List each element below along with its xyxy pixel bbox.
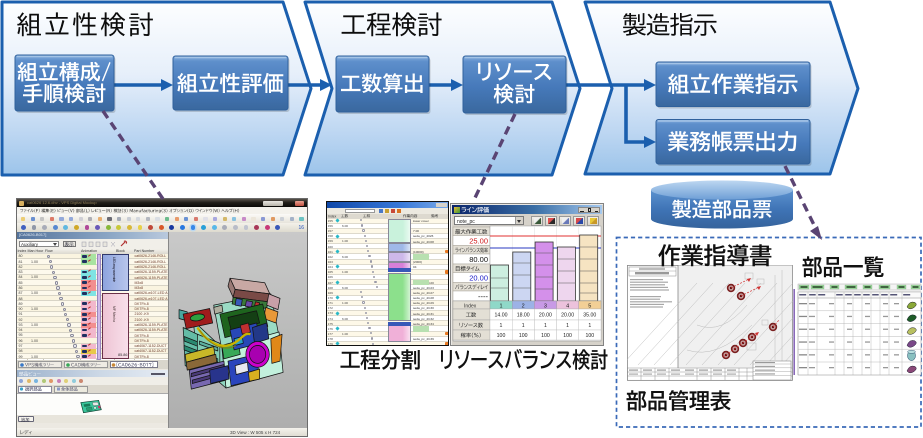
svg-text:35.00: 35.00 xyxy=(583,313,596,319)
svg-text:1: 1 xyxy=(500,323,503,329)
svg-text:1: 1 xyxy=(588,323,591,329)
svg-text:20.00: 20.00 xyxy=(561,313,574,319)
svg-text:20.00: 20.00 xyxy=(469,273,488,282)
svg-text:100: 100 xyxy=(541,333,550,339)
svg-text:18.00: 18.00 xyxy=(517,313,530,319)
svg-text:25.00: 25.00 xyxy=(469,236,488,245)
svg-text:100: 100 xyxy=(519,333,528,339)
svg-text:1: 1 xyxy=(566,323,569,329)
svg-text:----: ---- xyxy=(478,292,488,301)
svg-text:100: 100 xyxy=(563,333,572,339)
svg-text:5: 5 xyxy=(588,304,591,310)
svg-text:100: 100 xyxy=(585,333,594,339)
svg-text:1: 1 xyxy=(544,323,547,329)
svg-text:Index: Index xyxy=(328,214,337,218)
svg-text:14.00: 14.00 xyxy=(495,313,508,319)
svg-text:4: 4 xyxy=(566,304,569,310)
svg-text:1: 1 xyxy=(499,304,502,310)
svg-text:3: 3 xyxy=(544,304,547,310)
svg-text:80.00: 80.00 xyxy=(469,255,488,264)
svg-text:1: 1 xyxy=(522,323,525,329)
svg-text:100: 100 xyxy=(497,333,506,339)
svg-text:2: 2 xyxy=(522,304,525,310)
svg-text:20.00: 20.00 xyxy=(539,313,552,319)
svg-text:Index: Index xyxy=(464,304,477,310)
